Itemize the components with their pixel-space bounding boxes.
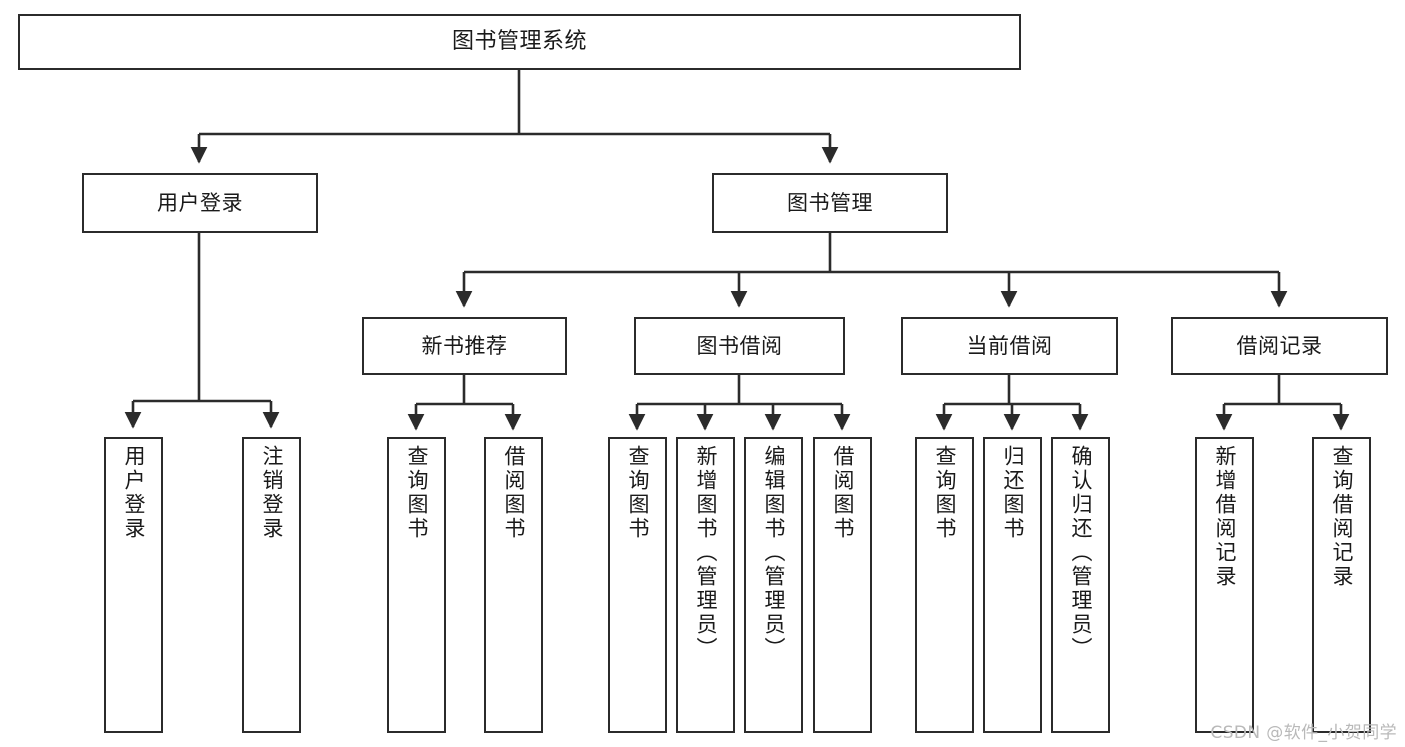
leaf-borrow-book-recommend[interactable]: 借阅图书 — [484, 437, 543, 733]
node-label: 用户登录 — [121, 445, 146, 541]
node-label: 借阅图书 — [501, 445, 526, 541]
node-label: 确认归还（管理员） — [1068, 445, 1093, 661]
leaf-edit-book-admin[interactable]: 编辑图书（管理员） — [744, 437, 803, 733]
leaf-logout-login[interactable]: 注销登录 — [242, 437, 301, 733]
node-label: 图书管理 — [787, 190, 873, 215]
node-label: 归还图书 — [1000, 445, 1025, 541]
node-borrow-record[interactable]: 借阅记录 — [1171, 317, 1388, 375]
node-label: 当前借阅 — [966, 333, 1053, 358]
node-label: 图书借阅 — [696, 333, 783, 358]
node-label: 新增图书（管理员） — [693, 445, 718, 661]
node-label: 借阅记录 — [1236, 333, 1323, 358]
node-label: 新书推荐 — [421, 333, 508, 358]
leaf-add-borrow-record[interactable]: 新增借阅记录 — [1195, 437, 1254, 733]
leaf-query-book-recommend[interactable]: 查询图书 — [387, 437, 446, 733]
node-label: 注销登录 — [259, 445, 284, 541]
node-label: 查询图书 — [932, 445, 957, 541]
leaf-borrow-book[interactable]: 借阅图书 — [813, 437, 872, 733]
node-book-borrow[interactable]: 图书借阅 — [634, 317, 845, 375]
watermark-text: CSDN @软件_小贺同学 — [1210, 723, 1397, 743]
leaf-query-borrow-record[interactable]: 查询借阅记录 — [1312, 437, 1371, 733]
node-label: 用户登录 — [157, 190, 243, 215]
leaf-user-login[interactable]: 用户登录 — [104, 437, 163, 733]
node-label: 图书管理系统 — [451, 29, 587, 55]
leaf-query-book-borrow[interactable]: 查询图书 — [608, 437, 667, 733]
node-label: 查询图书 — [404, 445, 429, 541]
node-book-management[interactable]: 图书管理 — [712, 173, 948, 233]
leaf-confirm-return-admin[interactable]: 确认归还（管理员） — [1051, 437, 1110, 733]
node-label: 编辑图书（管理员） — [761, 445, 786, 661]
node-user-login[interactable]: 用户登录 — [82, 173, 318, 233]
leaf-add-book-admin[interactable]: 新增图书（管理员） — [676, 437, 735, 733]
node-label: 借阅图书 — [830, 445, 855, 541]
node-current-borrow[interactable]: 当前借阅 — [901, 317, 1118, 375]
node-label: 查询借阅记录 — [1329, 445, 1354, 589]
node-root-system[interactable]: 图书管理系统 — [18, 14, 1021, 70]
node-label: 新增借阅记录 — [1212, 445, 1237, 589]
leaf-query-book-current[interactable]: 查询图书 — [915, 437, 974, 733]
node-new-book-recommend[interactable]: 新书推荐 — [362, 317, 567, 375]
leaf-return-book[interactable]: 归还图书 — [983, 437, 1042, 733]
node-label: 查询图书 — [625, 445, 650, 541]
